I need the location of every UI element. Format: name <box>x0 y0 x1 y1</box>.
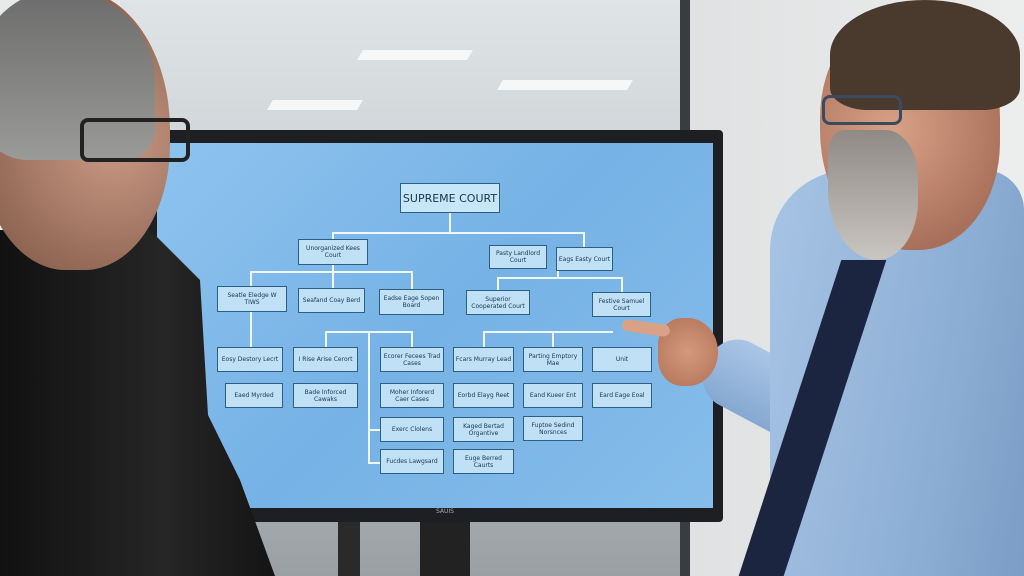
connector <box>332 232 334 240</box>
org-box: Superior Cooperated Court <box>466 290 530 315</box>
ceiling-light <box>497 80 633 90</box>
connector <box>368 331 370 464</box>
connector <box>250 271 252 287</box>
glasses <box>822 95 902 125</box>
connector <box>332 232 584 234</box>
connector <box>583 232 585 248</box>
hair <box>830 0 1020 110</box>
connector <box>552 331 554 348</box>
gray-hair <box>0 0 155 160</box>
monitor-stand <box>338 522 360 576</box>
connector <box>250 271 412 273</box>
ceiling-light <box>357 50 473 60</box>
org-box: Eosy Destory Lecrt <box>217 347 283 372</box>
org-box: Unorganized Kees Court <box>298 239 368 265</box>
org-box: Eard Eage Eoal <box>592 383 652 408</box>
org-box: Bade Inforced Cawaks <box>293 383 358 408</box>
org-box: Seafand Coay Berd <box>298 288 365 313</box>
org-box: Eadse Eage Sopen Board <box>379 289 444 315</box>
org-box: Eags Easty Court <box>556 247 613 271</box>
connector <box>250 312 252 348</box>
connector <box>368 462 380 464</box>
org-box: Euge Berred Caurts <box>453 449 514 474</box>
org-box: Festive Samuel Court <box>592 292 651 317</box>
connector <box>332 265 334 289</box>
connector <box>411 331 413 348</box>
org-box: Eand Kueer Ent <box>523 383 583 408</box>
org-box: Seatle Eledge W TIWS <box>217 286 287 312</box>
connector <box>483 331 485 348</box>
connector <box>368 429 380 431</box>
connector <box>621 277 623 293</box>
monitor-brand: SAUIS <box>436 508 454 515</box>
monitor-stand <box>420 522 470 576</box>
connector <box>449 213 451 233</box>
org-box: Parting Emptory Mae <box>523 347 583 372</box>
org-box: Moher Inforerd Caer Cases <box>380 383 444 408</box>
connector <box>325 331 327 348</box>
org-box: Fucdes Lawgsard <box>380 449 444 474</box>
connector <box>497 277 622 279</box>
org-box: Exerc Clolens <box>380 417 444 442</box>
org-box: Ecorer Fecees Trad Cases <box>380 347 444 372</box>
org-box: Pasty Landlord Court <box>489 245 547 269</box>
glasses <box>80 118 190 162</box>
ceiling-light <box>267 100 363 110</box>
org-box: Fuptoe Sedind Norsnces <box>523 416 583 441</box>
org-box: Eorbd Elayg Reet <box>453 383 514 408</box>
org-box-root: SUPREME COURT <box>400 183 500 213</box>
connector <box>411 271 413 289</box>
beard <box>828 130 918 260</box>
org-box: Kaged Bertad Organtive <box>453 417 514 442</box>
org-box: I Rise Arise Cerort <box>293 347 358 372</box>
org-box: Fcars Murray Lead <box>453 347 514 372</box>
connector <box>497 277 499 291</box>
org-box: Unit <box>592 347 652 372</box>
connector <box>483 331 613 333</box>
org-box: Eaed Myrded <box>225 383 283 408</box>
connector <box>557 271 559 278</box>
